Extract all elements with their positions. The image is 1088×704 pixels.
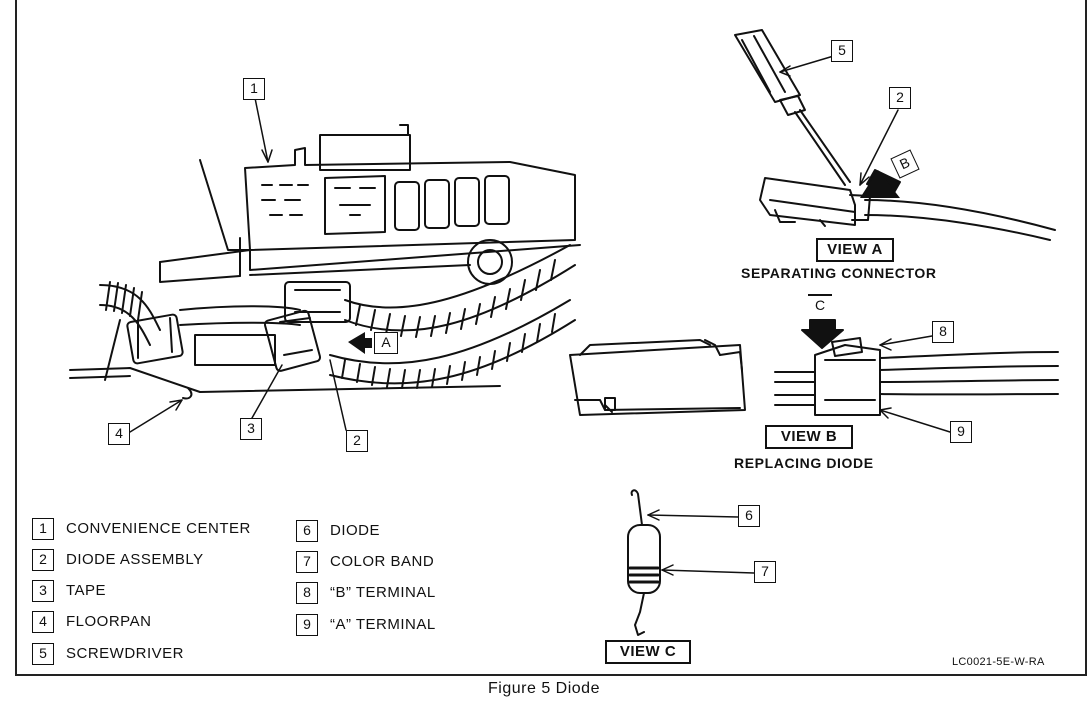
legend-label: TAPE [66, 582, 107, 599]
legend-label: “A” TERMINAL [330, 616, 436, 633]
callout-9: 9 [950, 421, 972, 443]
callout-4: 4 [108, 423, 130, 445]
wiring-harness-drawing [99, 244, 576, 389]
legend-number: 3 [32, 580, 54, 602]
legend-number: 1 [32, 518, 54, 540]
callout-7: 7 [754, 561, 776, 583]
figure-caption: Figure 5 Diode [488, 680, 600, 697]
main-connectors-drawing [126, 281, 351, 372]
view-a-drawing [734, 29, 1056, 241]
legend-label: FLOORPAN [66, 613, 152, 630]
view-b-subtitle: REPLACING DIODE [734, 455, 874, 471]
legend-number: 2 [32, 549, 54, 571]
arrow-a-label: A [374, 332, 398, 354]
callout-1: 1 [243, 78, 265, 100]
view-c-label: VIEW C [605, 640, 691, 664]
view-b-label: VIEW B [765, 425, 853, 449]
callout-5: 5 [831, 40, 853, 62]
legend-label: SCREWDRIVER [66, 645, 185, 662]
leader-lines [129, 54, 951, 576]
figure-frame [15, 0, 1087, 676]
legend-label: DIODE [330, 522, 381, 539]
arrow-c-label: C [808, 294, 832, 316]
callout-2-view-a: 2 [889, 87, 911, 109]
legend-number: 7 [296, 551, 318, 573]
figure-code: LC0021-5E-W-RA [952, 656, 1045, 668]
floorpan-drawing [69, 319, 501, 400]
legend-label: “B” TERMINAL [330, 584, 436, 601]
convenience-center-drawing [159, 124, 581, 285]
view-c-drawing [627, 489, 661, 636]
view-a-subtitle: SEPARATING CONNECTOR [741, 265, 937, 281]
legend-label: COLOR BAND [330, 553, 435, 570]
legend-number: 5 [32, 643, 54, 665]
callout-2-main: 2 [346, 430, 368, 452]
legend-number: 4 [32, 611, 54, 633]
view-a-label: VIEW A [816, 238, 894, 262]
legend-label: DIODE ASSEMBLY [66, 551, 204, 568]
callout-8: 8 [932, 321, 954, 343]
view-b-drawing [569, 319, 1059, 416]
callout-3: 3 [240, 418, 262, 440]
legend-number: 9 [296, 614, 318, 636]
legend-number: 6 [296, 520, 318, 542]
legend-number: 8 [296, 582, 318, 604]
callout-6: 6 [738, 505, 760, 527]
legend-label: CONVENIENCE CENTER [66, 520, 251, 537]
arrow-a-drawing [348, 332, 372, 354]
